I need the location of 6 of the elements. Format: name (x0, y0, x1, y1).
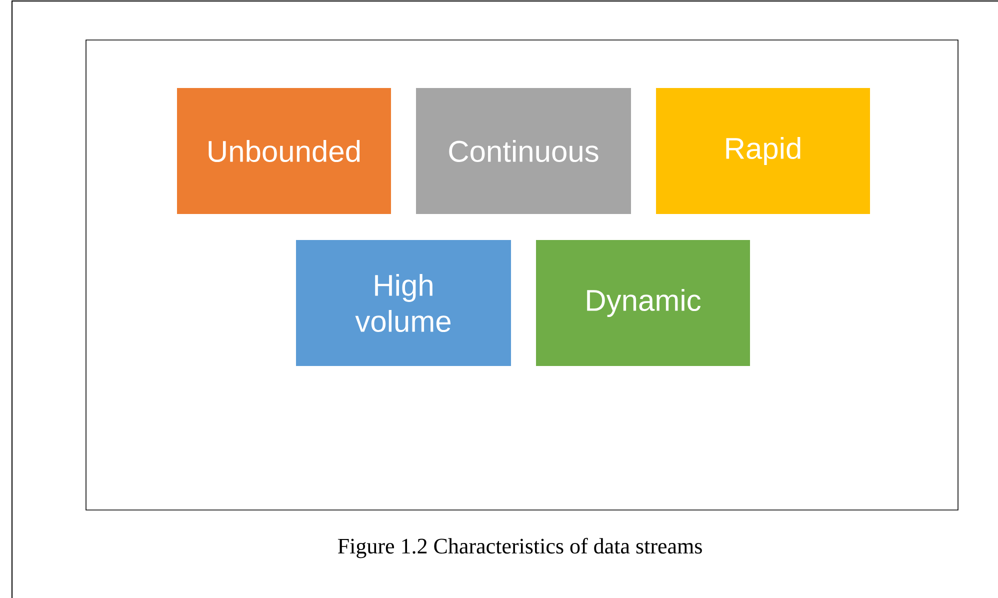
characteristic-box: Dynamic (536, 240, 750, 366)
characteristic-box: Continuous (416, 88, 631, 214)
caption: Figure 1.2 Characteristics of data streams (338, 538, 702, 558)
characteristic-box: Unbounded (177, 88, 391, 214)
characteristic-box: High volume (296, 240, 511, 366)
characteristic-box: Rapid (656, 88, 870, 214)
